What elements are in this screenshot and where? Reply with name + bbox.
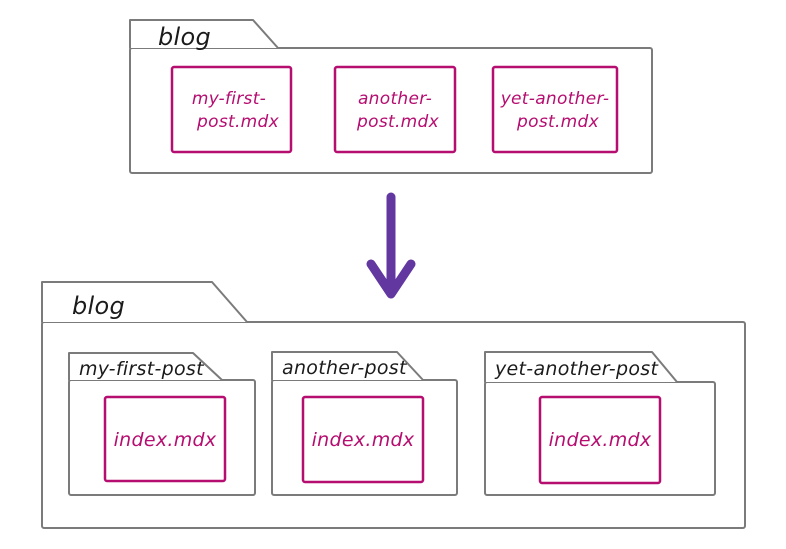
index-file-box bbox=[301, 395, 425, 484]
file-box bbox=[170, 65, 293, 154]
subfolder-tab bbox=[484, 351, 678, 383]
file-another-post-mdx: another- post.mdx bbox=[333, 65, 457, 154]
bottom-blog-folder-label: blog bbox=[72, 292, 125, 320]
subfolder-label: another-post bbox=[282, 357, 408, 379]
subfolder-tab bbox=[271, 351, 424, 381]
file-box bbox=[491, 65, 619, 154]
subfolder-tab bbox=[68, 352, 223, 381]
file-label-line2: post.mdx bbox=[356, 112, 440, 132]
index-file-label: index.mdx bbox=[114, 429, 217, 451]
file-my-first-post-mdx: my-first- post.mdx bbox=[170, 65, 293, 154]
top-blog-folder-label: blog bbox=[158, 23, 211, 51]
subfolder-my-first-post: my-first-post index.mdx bbox=[68, 352, 256, 496]
top-blog-folder: blog my-first- post.mdx another- post.md… bbox=[129, 19, 653, 174]
file-label-line2: post.mdx bbox=[196, 112, 280, 132]
index-file-label: index.mdx bbox=[549, 429, 652, 451]
subfolder-another-post: another-post index.mdx bbox=[271, 351, 458, 496]
file-box bbox=[333, 65, 457, 154]
index-file-box bbox=[538, 395, 662, 485]
bottom-blog-folder: blog my-first-post index.mdx another-pos… bbox=[41, 281, 746, 529]
file-label-line2: post.mdx bbox=[516, 112, 600, 132]
index-file-box bbox=[103, 395, 227, 483]
top-blog-folder-tab bbox=[129, 19, 279, 49]
subfolder-yet-another-post: yet-another-post index.mdx bbox=[484, 351, 716, 496]
file-label-line1: another- bbox=[358, 89, 432, 109]
down-arrow-icon bbox=[366, 192, 416, 299]
file-yet-another-post-mdx: yet-another- post.mdx bbox=[491, 65, 619, 154]
index-file-label: index.mdx bbox=[312, 429, 415, 451]
subfolder-label: my-first-post bbox=[79, 358, 205, 380]
subfolder-label: yet-another-post bbox=[494, 358, 659, 380]
file-label-line1: yet-another- bbox=[500, 89, 610, 109]
arrow-head bbox=[366, 259, 416, 299]
file-label-line1: my-first- bbox=[192, 89, 266, 109]
bottom-blog-folder-tab bbox=[41, 281, 248, 323]
